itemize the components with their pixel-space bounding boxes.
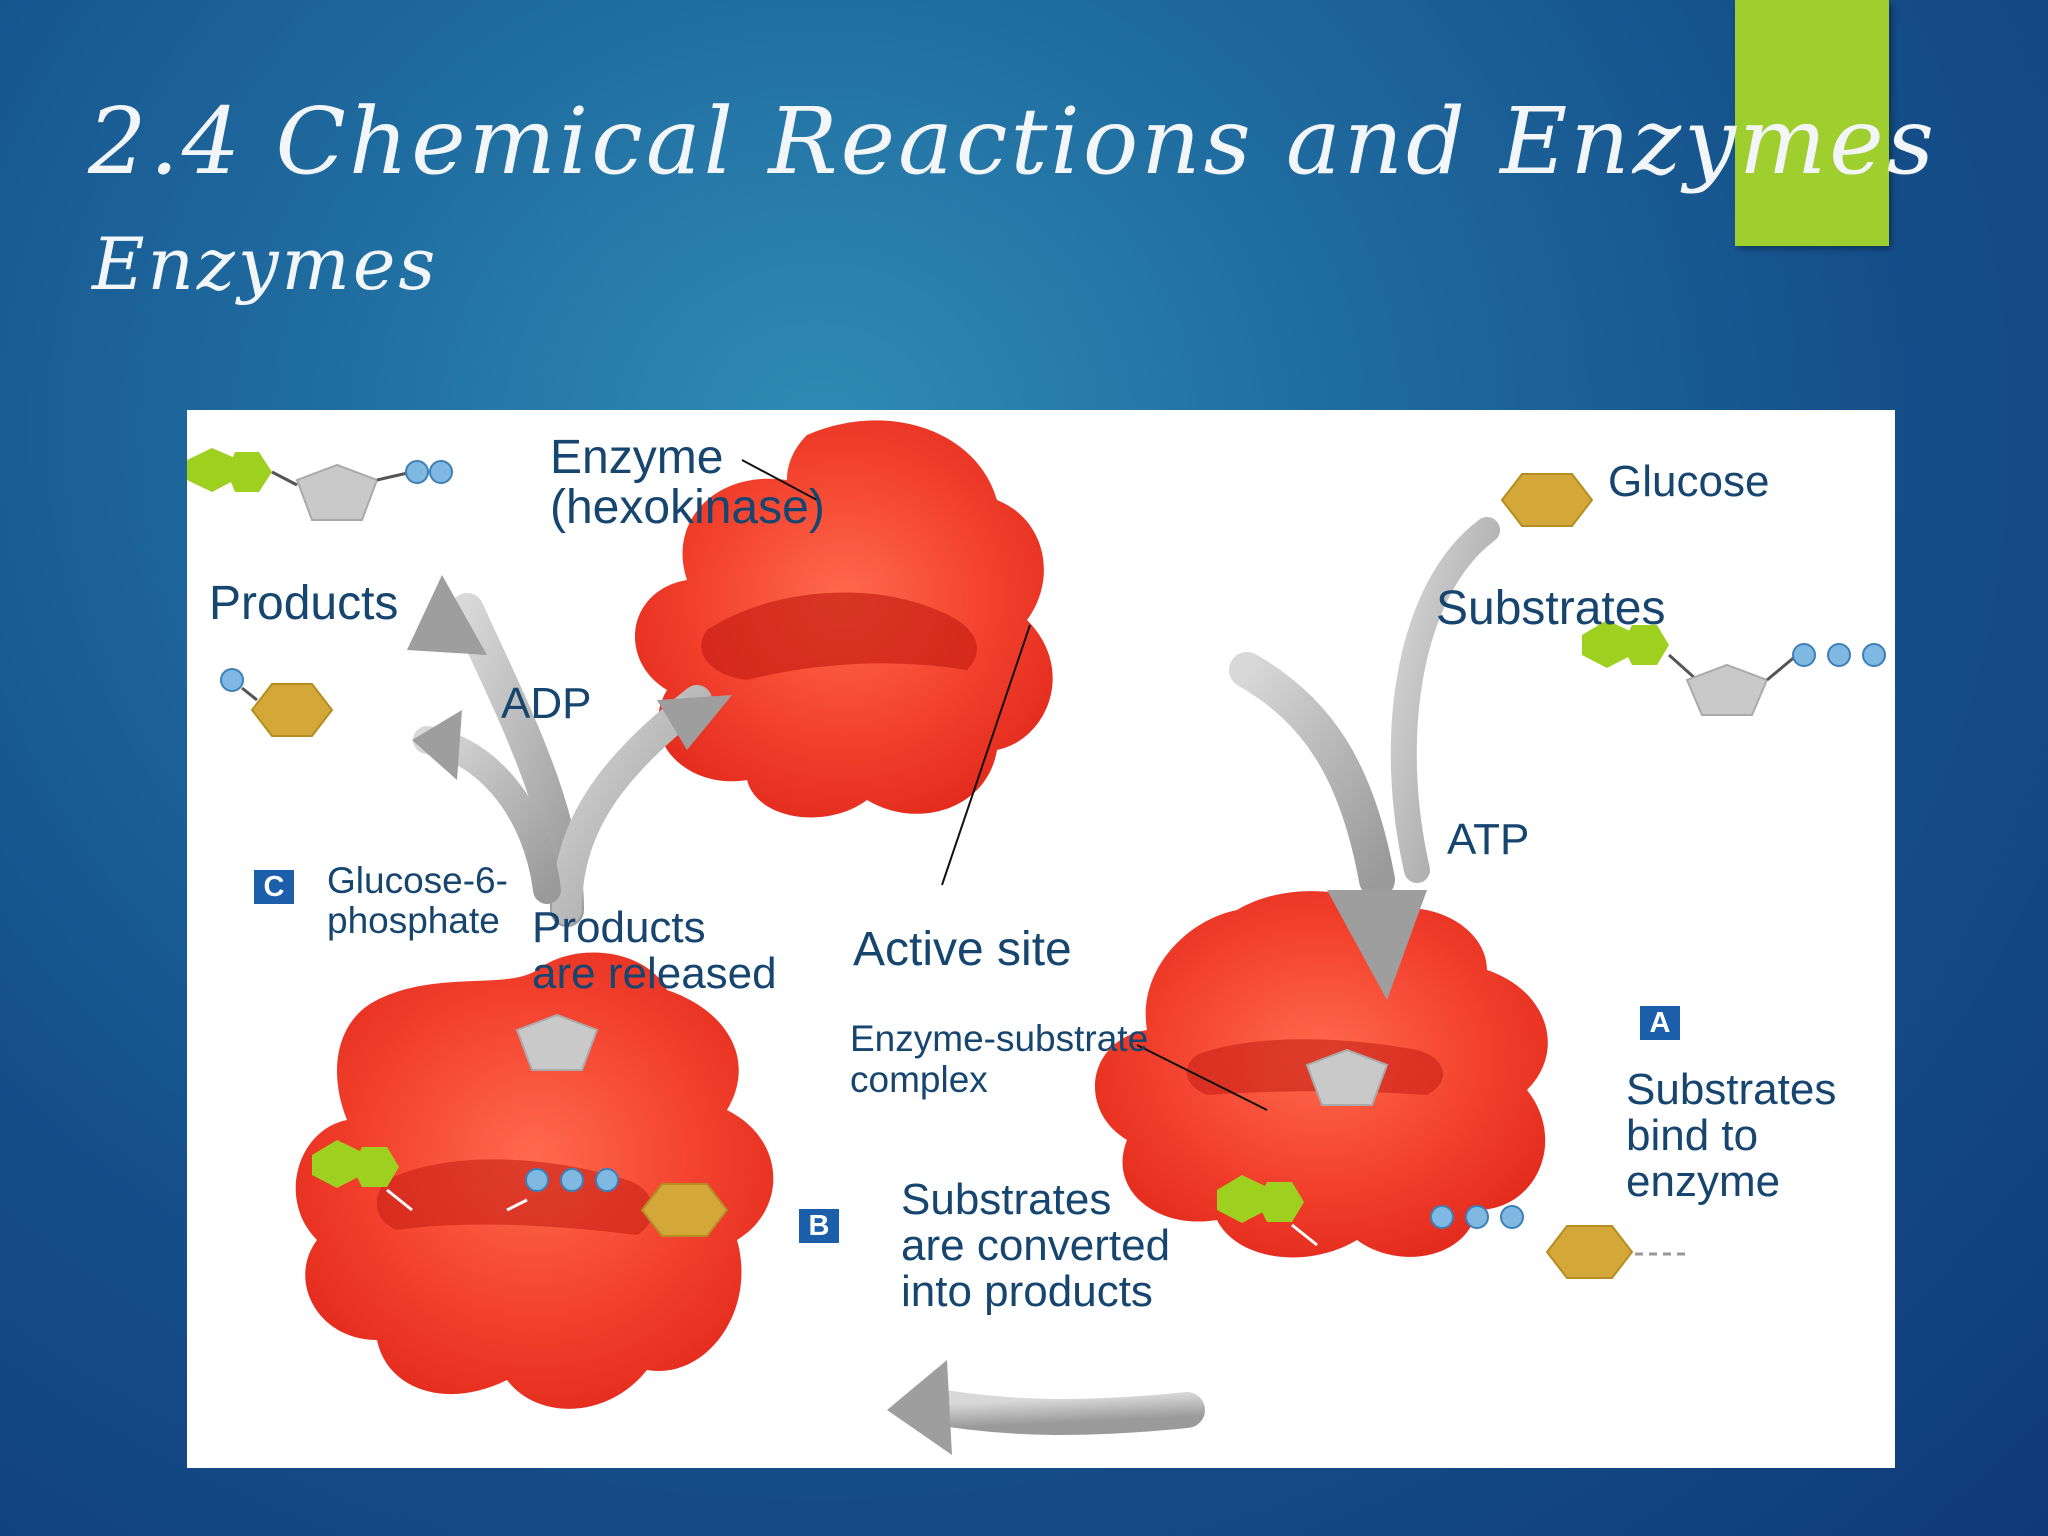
- accent-bar: [1735, 0, 1889, 246]
- arrow-heads: [407, 575, 1427, 1455]
- label-glucose: Glucose: [1608, 457, 1770, 506]
- label-products-released-line2: are released: [532, 949, 777, 998]
- label-bind-line2: bind to: [1626, 1111, 1759, 1160]
- molecule-glucose-phosphate-left: [220, 668, 334, 737]
- badge-a: A: [1640, 1006, 1680, 1040]
- label-adp: ADP: [501, 679, 592, 728]
- label-products-released-line1: Products: [532, 903, 706, 952]
- slide-title: 2.4 Chemical Reactions and Enzymes: [88, 88, 1937, 195]
- label-converted-line3: into products: [901, 1267, 1153, 1316]
- badge-b: B: [799, 1209, 839, 1243]
- label-converted-line1: Substrates: [901, 1175, 1112, 1224]
- molecule-glucose-top-right: [1500, 473, 1594, 527]
- label-complex-line1: Enzyme-substrate: [850, 1018, 1149, 1059]
- cycle-arrows: [413, 517, 1500, 1435]
- enzyme-cycle-figure: Enzyme (hexokinase) Glucose Products Sub…: [187, 410, 1895, 1468]
- label-bind-line3: enzyme: [1626, 1157, 1781, 1206]
- label-substrates: Substrates: [1436, 582, 1666, 635]
- label-glucose6-line2: phosphate: [327, 900, 500, 941]
- enzyme-top: [634, 420, 1053, 818]
- label-atp: ATP: [1447, 815, 1530, 864]
- slide-subtitle: Enzymes: [92, 222, 439, 306]
- label-converted-line2: are converted: [901, 1221, 1171, 1270]
- label-bind-line1: Substrates: [1626, 1065, 1837, 1114]
- badge-c: C: [254, 870, 294, 904]
- molecule-atp-substrate-right: [1582, 620, 1886, 716]
- label-enzyme: Enzyme: [550, 431, 724, 484]
- pointer-lines: [741, 459, 1268, 1111]
- label-glucose6-line1: Glucose-6-: [327, 860, 508, 901]
- label-products-top: Products: [209, 577, 399, 630]
- molecule-bound-bottom-left: [312, 1013, 729, 1237]
- label-complex-line2: complex: [850, 1059, 988, 1100]
- molecule-bound-bottom-right: [1217, 1048, 1687, 1279]
- label-active-site: Active site: [853, 923, 1072, 976]
- enzyme-cycle-drawing: [187, 420, 1886, 1455]
- molecule-sucrose-like-top-left: [187, 448, 453, 521]
- label-hexokinase: (hexokinase): [550, 481, 825, 534]
